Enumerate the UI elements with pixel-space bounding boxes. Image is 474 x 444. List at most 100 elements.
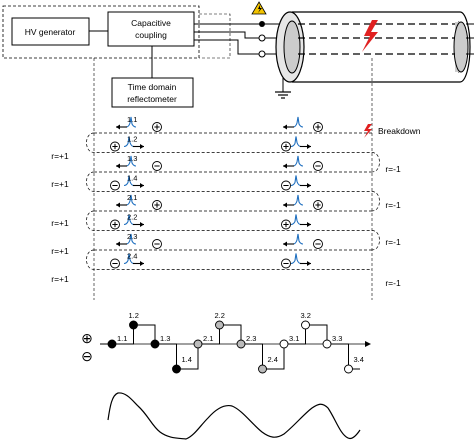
reflection-pulse-right [283, 233, 304, 247]
reflection-row: 2.1 [116, 193, 323, 210]
step-point: 3.3 [322, 334, 342, 349]
reflection-pulse-left [116, 155, 137, 169]
reflection-sign-right-icon [313, 161, 323, 171]
reflection-id-label: 1.2 [127, 135, 137, 144]
cable-drawing [275, 11, 474, 300]
reflection-id-label: 2.4 [127, 252, 137, 261]
time-domain-reflectometer-box [111, 77, 194, 108]
reflection-pulse-right [283, 155, 304, 169]
reflection-pulse-left [116, 116, 137, 130]
r-right-3: r=-1 [385, 237, 401, 247]
hv-generator-box [11, 17, 90, 46]
reflection-pulse-right [290, 136, 311, 149]
cable-terminal-1 [259, 21, 265, 27]
tdr-waveform-trace [107, 392, 361, 440]
r-left-3: r=+1 [51, 218, 69, 228]
reflection-pulse-right [290, 175, 311, 188]
cable-terminal-2 [258, 34, 266, 42]
step-point-label: 1.2 [129, 311, 139, 320]
reflection-pulse-left [116, 233, 137, 247]
reflection-sign-left-icon [152, 122, 162, 132]
step-point-label: 3.2 [301, 311, 311, 320]
reflection-pulse-right [283, 194, 304, 208]
cable-terminal-3 [258, 50, 266, 58]
reflection-row: 1.1 [116, 115, 323, 132]
step-minus-icon: ⊖ [81, 348, 93, 364]
reflection-id-label: 2.3 [127, 232, 137, 241]
reflection-pulse-right [290, 214, 311, 227]
reflection-sign-right-icon [281, 219, 291, 230]
step-point: 3.4 [344, 355, 364, 374]
reflection-sign-right-icon [281, 141, 291, 152]
hv-generator-label: HV generator [25, 27, 76, 37]
step-point: 3.2 [301, 311, 311, 330]
step-point-label: 1.1 [117, 334, 127, 343]
reflection-sign-left-icon [110, 258, 120, 269]
reflection-sign-left-icon [152, 239, 162, 249]
step-point-label: 3.4 [354, 355, 364, 364]
r-left-2: r=+1 [51, 179, 69, 189]
reflection-id-label: 1.1 [127, 115, 137, 124]
reflection-id-label: 1.4 [127, 174, 137, 183]
high-voltage-warning-icon [251, 1, 267, 15]
reflection-row: 1.2 [110, 135, 311, 152]
step-trace [100, 324, 360, 370]
reflection-sign-left-icon [110, 141, 120, 152]
step-point: 1.2 [129, 311, 139, 330]
r-left-1: r=+1 [51, 151, 69, 161]
system-block-group: HV generator Capacitive coupling Time do… [2, 5, 200, 300]
step-point-label: 2.4 [268, 355, 278, 364]
lightning-bolt-icon [362, 20, 378, 52]
step-point-label: 1.4 [182, 355, 192, 364]
reflection-id-label: 2.2 [127, 213, 137, 222]
reflection-row: 2.3 [116, 232, 323, 249]
reflection-sign-left-icon [110, 219, 120, 230]
reflection-sign-left-icon [110, 180, 120, 191]
step-point: 1.4 [172, 355, 192, 374]
reflection-sign-left-icon [152, 161, 162, 171]
capacitive-coupling-label-2: coupling [135, 30, 167, 40]
tdr-label-1: Time domain [128, 82, 177, 92]
reflection-sign-left-icon [152, 200, 162, 210]
step-point: 2.2 [215, 311, 225, 330]
r-right-4: r=-1 [385, 278, 401, 288]
reflection-sign-right-icon [281, 258, 291, 269]
step-point: 2.3 [236, 334, 256, 349]
reflection-row: 1.3 [116, 154, 323, 171]
travel-path-loops [86, 132, 380, 270]
breakdown-marker-icon [364, 124, 372, 138]
reflection-row: 1.4 [110, 174, 311, 191]
step-point-label: 2.2 [215, 311, 225, 320]
step-point: 1.3 [150, 334, 170, 349]
step-point: 1.1 [107, 334, 127, 349]
connection-wires [194, 1, 291, 99]
breakdown-label: Breakdown [378, 126, 421, 136]
reflection-sign-right-icon [313, 200, 323, 210]
reflection-row: 2.2 [110, 213, 311, 230]
r-left-4: r=+1 [51, 246, 69, 256]
r-left-5: r=+1 [51, 274, 69, 284]
reflection-sign-right-icon [313, 239, 323, 249]
reflection-sign-right-icon [281, 180, 291, 191]
reflection-pulse-left [123, 214, 144, 227]
reflection-pulse-right [283, 116, 304, 130]
step-plus-icon: ⊕ [81, 330, 93, 346]
reflection-step-diagram: ⊕ ⊖ 1.11.21.31.42.12.22.32.43.13.23.33.4 [81, 311, 371, 374]
step-point-label: 1.3 [160, 334, 170, 343]
reflection-sign-right-icon [313, 122, 323, 132]
reflection-row: 2.4 [110, 252, 311, 269]
capacitive-coupling-label-1: Capacitive [131, 18, 171, 28]
r-right-2: r=-1 [385, 200, 401, 210]
reflection-pulse-left [123, 175, 144, 188]
tdr-label-2: reflectometer [127, 94, 177, 104]
reflection-pulse-right [290, 253, 311, 266]
step-point: 2.4 [258, 355, 278, 374]
reflection-id-label: 1.3 [127, 154, 137, 163]
reflection-pulse-left [123, 136, 144, 149]
cable-left-insulation [283, 20, 301, 74]
step-point-label: 3.3 [332, 334, 342, 343]
step-point: 2.1 [193, 334, 213, 349]
step-point-label: 2.1 [203, 334, 213, 343]
cable-body [292, 11, 471, 83]
